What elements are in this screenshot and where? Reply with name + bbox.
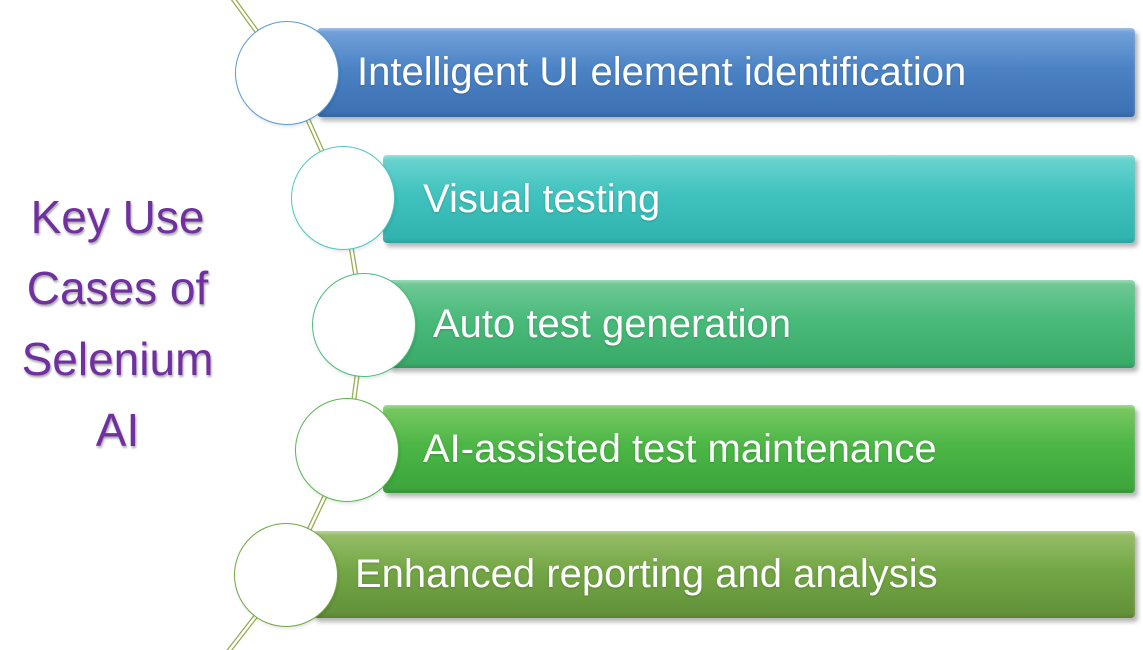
- node-circle: [234, 523, 338, 627]
- use-case-bar-test-maintenance: AI-assisted test maintenance: [383, 405, 1135, 493]
- use-case-bar-reporting-analysis: Enhanced reporting and analysis: [313, 531, 1135, 618]
- diagram-title: Key Use Cases of Selenium AI: [0, 182, 235, 466]
- node-circle: [291, 146, 395, 250]
- title-line-2: Cases of: [26, 262, 209, 314]
- use-case-label: Enhanced reporting and analysis: [355, 552, 938, 596]
- title-line-4: AI: [95, 404, 140, 456]
- use-case-bar-intelligent-ui: Intelligent UI element identification: [317, 28, 1135, 117]
- use-case-label: Auto test generation: [433, 301, 792, 346]
- use-case-bar-auto-test-generation: Auto test generation: [388, 280, 1135, 368]
- title-line-1: Key Use: [30, 191, 205, 243]
- use-case-label: Intelligent UI element identification: [357, 50, 967, 94]
- node-circle: [235, 21, 339, 125]
- node-circle: [295, 398, 399, 502]
- title-line-3: Selenium: [21, 333, 214, 385]
- use-case-label: Visual testing: [423, 176, 661, 221]
- node-circle: [312, 273, 416, 377]
- use-case-label: AI-assisted test maintenance: [423, 426, 937, 471]
- use-case-bar-visual-testing: Visual testing: [383, 155, 1135, 243]
